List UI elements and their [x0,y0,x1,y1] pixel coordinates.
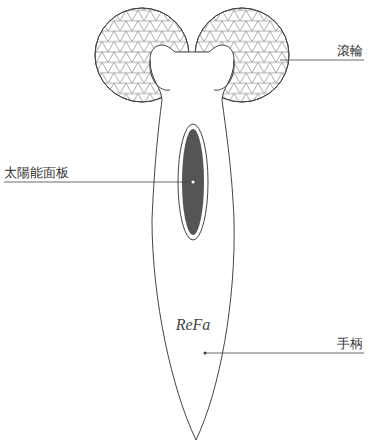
leader-line [4,182,193,183]
leader-line [280,60,364,61]
part-label: 手柄 [337,336,363,352]
part-label: 太陽能面板 [4,165,69,181]
brand-logo: ReFa [176,315,211,334]
part-label: 滾輪 [337,43,363,59]
leader-dot [204,352,207,355]
roller-cup [150,60,234,90]
handle-outline [150,45,234,440]
leader-line [205,353,364,354]
leader-dot [192,181,195,184]
